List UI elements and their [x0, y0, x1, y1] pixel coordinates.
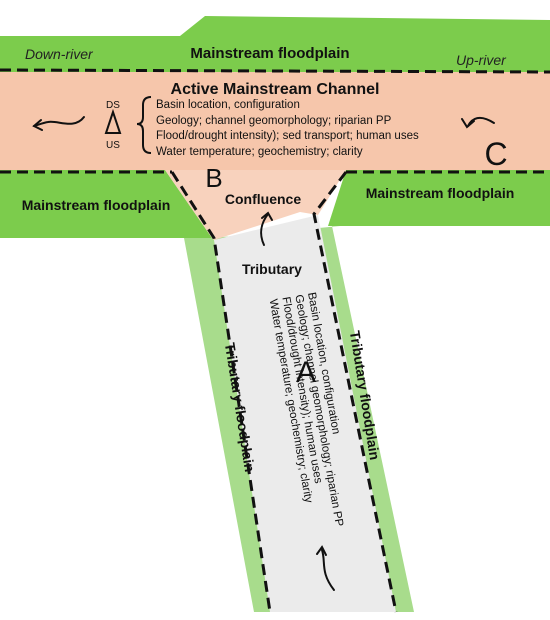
upriver-flow-arrowhead-icon	[461, 118, 475, 129]
confluence-region	[165, 170, 346, 240]
confluence-label: Confluence	[225, 191, 301, 207]
main-factor-item: Water temperature; geochemistry; clarity	[156, 146, 363, 158]
active-channel-title: Active Mainstream Channel	[171, 81, 380, 98]
down-river-label: Down-river	[25, 46, 94, 62]
left-confluence-line	[170, 171, 272, 613]
main-factors-list: Basin location, configuration Geology; c…	[156, 99, 419, 158]
tributary-channel-region	[214, 215, 396, 612]
left-floodplain-label: Mainstream floodplain	[22, 197, 171, 213]
right-floodplain-label: Mainstream floodplain	[366, 185, 515, 201]
right-confluence-line	[312, 171, 398, 613]
tributary-flow-arrow-icon	[321, 549, 335, 591]
zone-a-label: A	[296, 356, 316, 389]
main-factor-item: Basin location, configuration	[156, 99, 300, 111]
left-floodplain-region	[0, 170, 212, 238]
triangle-icon	[104, 108, 122, 134]
top-floodplain-label: Mainstream floodplain	[190, 45, 349, 62]
active-channel-region	[0, 72, 550, 172]
zone-c-label: C	[484, 136, 507, 172]
main-factor-item: Geology; channel geomorphology; riparian…	[156, 115, 392, 127]
right-floodplain-region	[328, 170, 550, 226]
us-label: US	[106, 140, 120, 151]
tributary-flow-arrowhead-icon	[316, 545, 327, 556]
ds-label: DS	[106, 100, 120, 111]
up-river-label: Up-river	[456, 52, 507, 68]
confluence-flow-arrowhead-icon	[261, 211, 273, 221]
top-floodplain-region	[0, 16, 550, 74]
zone-b-label: B	[205, 163, 222, 193]
confluence-flow-arrow-icon	[260, 213, 269, 246]
tributary-label: Tributary	[242, 261, 302, 277]
top-floodplain-line	[0, 68, 550, 74]
main-factor-item: Flood/drought intensity); sed transport;…	[156, 130, 419, 142]
brace-icon	[136, 96, 152, 154]
downriver-flow-arrowhead-icon	[32, 119, 43, 131]
downriver-flow-arrow-icon	[33, 116, 85, 127]
